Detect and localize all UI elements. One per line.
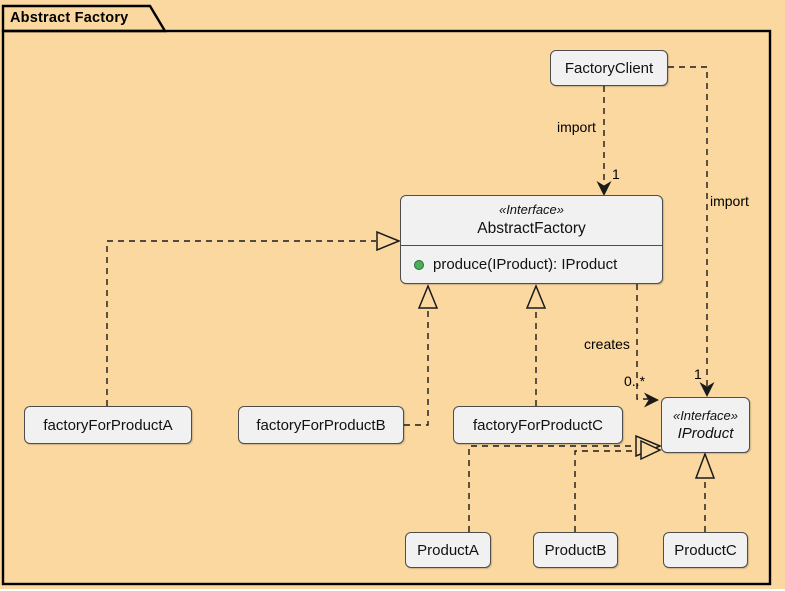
node-label: ProductC [674, 541, 737, 559]
node-factory-for-product-b: factoryForProductB [238, 406, 404, 444]
node-abstract-factory: «Interface» AbstractFactory produce(IPro… [400, 195, 663, 284]
diagram-edges [106, 66, 708, 532]
node-label: ProductB [544, 541, 607, 559]
triangle-into-abstractfactory-bottom-b [417, 284, 439, 309]
method-signature: produce(IProduct): IProduct [433, 256, 618, 273]
edge-client-imports-iproduct [668, 66, 708, 386]
triangle-into-abstractfactory-bottom-c [525, 284, 547, 309]
node-label: factoryForProductC [472, 416, 604, 434]
arrowhead-down-into-iproduct [699, 382, 715, 397]
edge-producta-realizes-iproduct [468, 445, 635, 532]
node-label: IProduct [677, 425, 734, 442]
node-product-c: ProductC [663, 532, 748, 568]
diagram-frame [1, 4, 772, 586]
triangle-into-iproduct-left-inner [640, 439, 662, 461]
edge-label-creates: creates [584, 336, 630, 352]
node-factory-for-product-c: factoryForProductC [453, 406, 623, 444]
node-label: ProductA [417, 541, 479, 559]
node-factory-client: FactoryClient [550, 50, 668, 86]
triangle-into-iproduct-bottom [694, 451, 716, 479]
edge-label-multiplicity-one-right: 1 [694, 366, 702, 382]
edge-label-import-right: import [710, 193, 749, 209]
realization-arrowheads [376, 230, 716, 479]
dependency-arrowheads [596, 181, 715, 408]
stereotype-label: «Interface» [498, 202, 565, 217]
node-factory-for-product-a: factoryForProductA [24, 406, 192, 444]
triangle-into-abstractfactory-left [376, 230, 401, 252]
node-label: FactoryClient [564, 59, 654, 77]
edge-factoryb-realizes-abstractfactory [404, 308, 429, 426]
frame-title: Abstract Factory [10, 10, 129, 26]
arrowhead-right-into-iproduct [644, 392, 659, 408]
node-label: factoryForProductB [256, 416, 386, 434]
edge-abstractfactory-creates-iproduct [636, 284, 648, 400]
node-product-b: ProductB [533, 532, 618, 568]
edge-factorya-realizes-abstractfactory [106, 240, 376, 406]
edge-label-multiplicity-many: 0..* [624, 373, 646, 389]
arrowhead-down-into-abstractfactory [596, 181, 612, 196]
edge-productb-realizes-iproduct [574, 450, 640, 532]
node-iproduct: «Interface» IProduct [661, 397, 750, 453]
public-method-icon [414, 259, 424, 270]
edge-label-multiplicity-one-left: 1 [612, 166, 620, 182]
frame-border [1, 29, 772, 586]
node-label: AbstractFactory [477, 220, 586, 237]
node-product-a: ProductA [405, 532, 491, 568]
method-row: produce(IProduct): IProduct [401, 246, 662, 283]
class-header: «Interface» AbstractFactory [401, 196, 662, 246]
stereotype-label: «Interface» [672, 408, 739, 423]
edge-label-import-left: import [557, 119, 596, 135]
node-label: factoryForProductA [43, 416, 173, 434]
